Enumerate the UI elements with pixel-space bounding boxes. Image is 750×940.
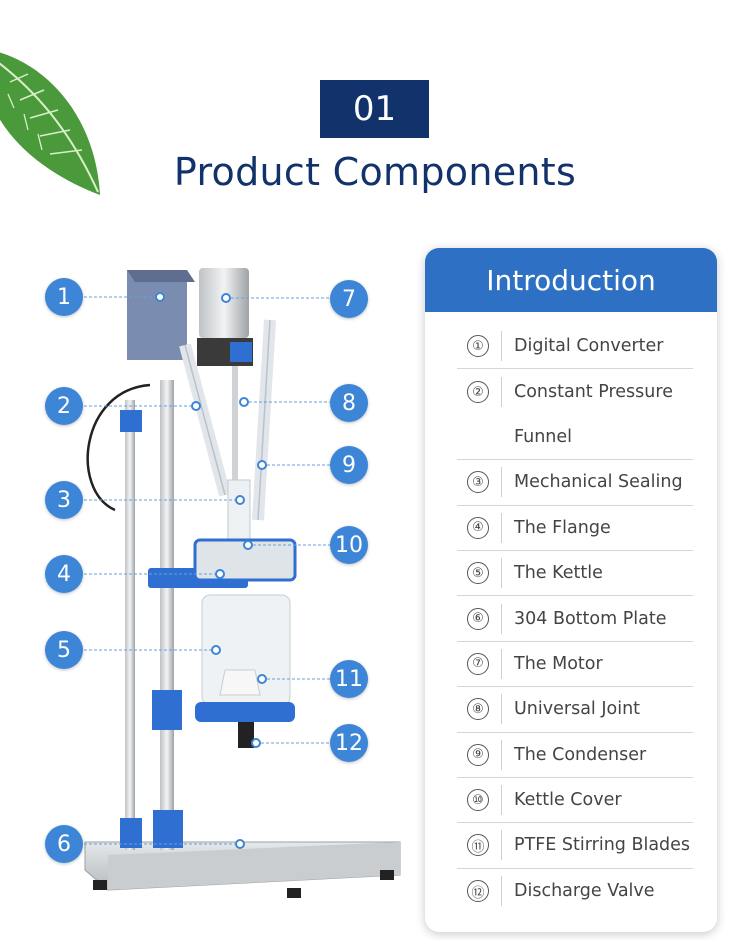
item-label: Discharge Valve	[514, 881, 655, 902]
item-number: ⑫	[467, 880, 489, 903]
item-label: Digital Converter	[514, 336, 664, 357]
list-item: ⑫ Discharge Valve	[457, 869, 693, 914]
badge-11: 11	[330, 660, 368, 698]
item-label: PTFE Stirring Blades	[514, 835, 691, 856]
card-title: Introduction	[425, 248, 717, 312]
section-number: 01	[320, 80, 429, 138]
badge-1: 1	[45, 278, 83, 316]
list-item: ⑪ PTFE Stirring Blades	[457, 823, 693, 869]
badge-6: 6	[45, 825, 83, 863]
item-number: ⑪	[467, 834, 489, 857]
item-label: Constant Pressure	[514, 382, 673, 403]
list-item: ④ The Flange	[457, 506, 693, 551]
list-item: ⑤ The Kettle	[457, 551, 693, 597]
reactor-illustration	[0, 230, 420, 940]
item-number: ④	[467, 516, 489, 539]
item-number: ⑨	[467, 743, 489, 766]
item-label: The Kettle	[514, 563, 603, 584]
list-item: ⑦ The Motor	[457, 642, 693, 688]
item-number: ⑥	[467, 607, 489, 630]
badge-9: 9	[330, 446, 368, 484]
list-item-continuation: Funnel	[457, 415, 693, 461]
badge-2: 2	[45, 387, 83, 425]
item-number: ⑦	[467, 652, 489, 675]
item-label: Funnel	[514, 426, 573, 447]
leaf-decoration	[0, 52, 100, 195]
introduction-card: Introduction ① Digital Converter ② Constan…	[425, 248, 717, 932]
list-item: ③ Mechanical Sealing	[457, 460, 693, 506]
badge-4: 4	[45, 555, 83, 593]
item-label: The Flange	[514, 517, 611, 538]
item-label: The Condenser	[514, 744, 647, 765]
list-item: ⑥ 304 Bottom Plate	[457, 596, 693, 642]
item-number: ⑤	[467, 562, 489, 585]
item-label: Mechanical Sealing	[514, 472, 683, 493]
list-item: ⑩ Kettle Cover	[457, 778, 693, 824]
item-label: 304 Bottom Plate	[514, 608, 667, 629]
list-item: ⑧ Universal Joint	[457, 687, 693, 733]
item-number: ②	[467, 381, 489, 404]
item-label: The Motor	[514, 653, 603, 674]
item-number: ①	[467, 335, 489, 358]
item-label: Kettle Cover	[514, 790, 622, 811]
item-number: ⑧	[467, 698, 489, 721]
page-title: Product Components	[173, 150, 577, 194]
item-number: ③	[467, 471, 489, 494]
badge-3: 3	[45, 481, 83, 519]
badge-10: 10	[330, 526, 368, 564]
badge-8: 8	[330, 384, 368, 422]
list-item: ② Constant Pressure	[457, 369, 693, 414]
item-number: ⑩	[467, 789, 489, 812]
list-item: ⑨ The Condenser	[457, 733, 693, 778]
component-list: ① Digital Converter ② Constant Pressure Fu…	[457, 324, 693, 914]
badge-12: 12	[330, 724, 368, 762]
item-label: Universal Joint	[514, 699, 641, 720]
badge-5: 5	[45, 631, 83, 669]
badge-7: 7	[330, 280, 368, 318]
list-item: ① Digital Converter	[457, 324, 693, 370]
